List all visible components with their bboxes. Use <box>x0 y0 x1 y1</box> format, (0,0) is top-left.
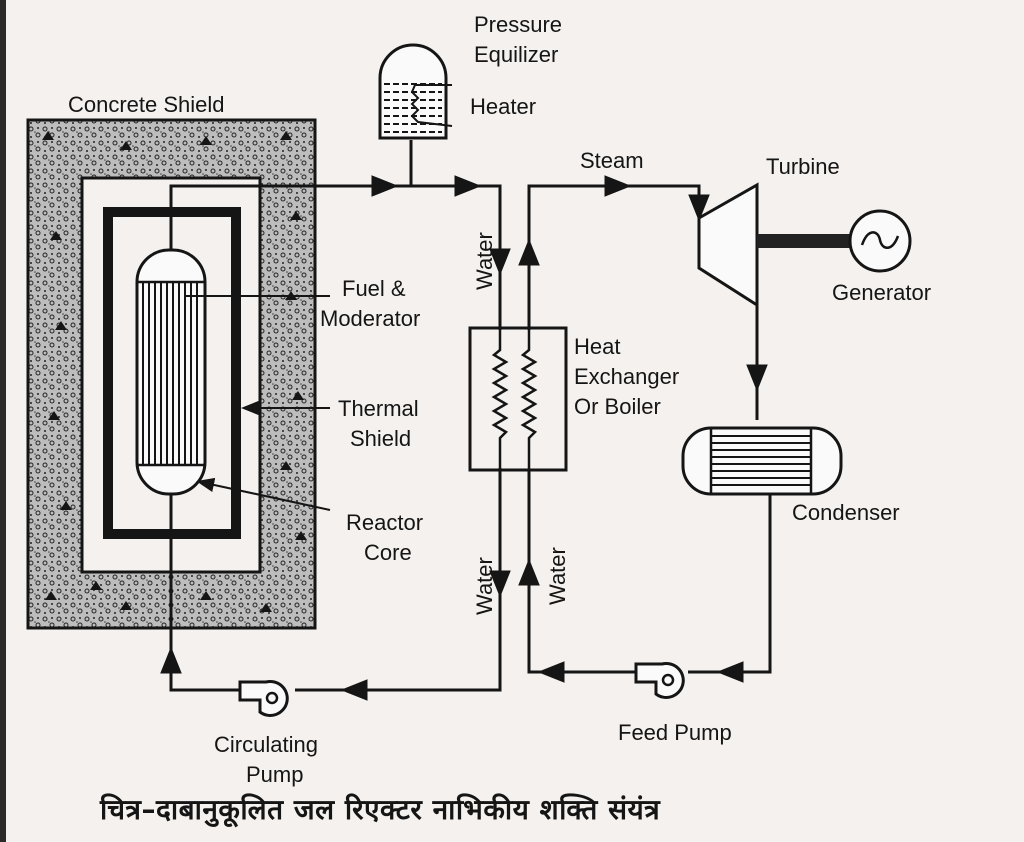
secondary-loop <box>518 175 772 683</box>
label-thermal-line2: Shield <box>350 426 411 451</box>
label-steam: Steam <box>580 148 644 173</box>
turbine <box>697 182 850 308</box>
figure-caption: चित्र–दाबानुकूलित जल रिएक्टर नाभिकीय शक्… <box>100 793 661 826</box>
label-circulating-pump-line2: Pump <box>246 762 303 787</box>
label-fuel-line1: Fuel & <box>342 276 406 301</box>
label-heat-exchanger-line3: Or Boiler <box>574 394 661 419</box>
concrete-shield <box>26 118 317 630</box>
label-fuel-line2: Moderator <box>320 306 420 331</box>
label-feed-pump: Feed Pump <box>618 720 732 745</box>
label-concrete-shield: Concrete Shield <box>68 92 225 117</box>
label-reactor-line1: Reactor <box>346 510 423 535</box>
label-pressure-line1: Pressure <box>474 12 562 37</box>
label-condenser: Condenser <box>792 500 900 525</box>
heat-exchanger <box>468 326 568 472</box>
label-circulating-pump-line1: Circulating <box>214 732 318 757</box>
page-edge <box>0 0 6 842</box>
feed-pump <box>634 661 685 699</box>
label-water-bottom-right: Water <box>545 547 570 605</box>
primary-loop <box>160 140 511 701</box>
label-pressure-line2: Equilizer <box>474 42 558 67</box>
label-generator: Generator <box>832 280 931 305</box>
label-turbine: Turbine <box>766 154 840 179</box>
condenser <box>681 426 843 496</box>
label-reactor-line2: Core <box>364 540 412 565</box>
label-water-bottom-left: Water <box>472 557 497 615</box>
heater <box>410 84 453 127</box>
label-heater: Heater <box>470 94 536 119</box>
generator <box>848 209 912 273</box>
leader-lines <box>186 295 331 511</box>
label-water-top: Water <box>472 232 497 290</box>
circulating-pump <box>238 679 289 717</box>
label-thermal-line1: Thermal <box>338 396 419 421</box>
fuel-rods <box>142 282 198 465</box>
reactor-core <box>135 248 207 496</box>
label-heat-exchanger-line2: Exchanger <box>574 364 679 389</box>
label-heat-exchanger-line1: Heat <box>574 334 620 359</box>
pressure-equalizer <box>378 43 453 140</box>
